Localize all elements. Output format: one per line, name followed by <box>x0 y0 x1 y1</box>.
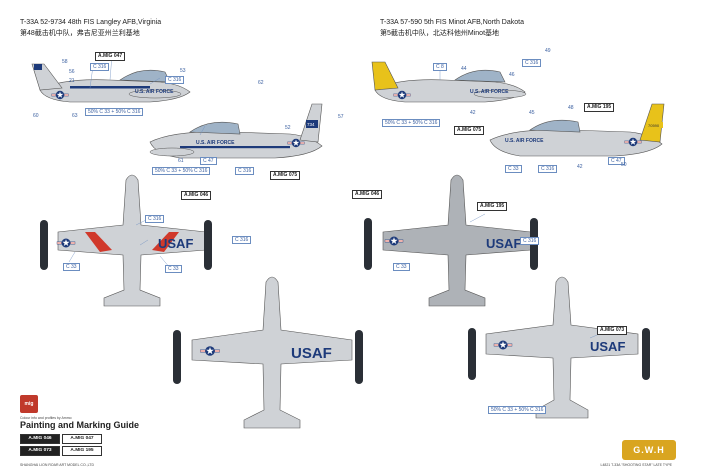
paint-chip-195: A.MIG 195 <box>62 446 102 456</box>
left-side2-usaf: U.S. AIR FORCE <box>196 140 235 146</box>
part-number: 46 <box>509 72 515 78</box>
part-number: 58 <box>62 59 68 65</box>
left-top-view: USAF <box>40 174 212 307</box>
callout-c316-c: C 316 <box>235 167 255 175</box>
paint-chip-047: A.MIG 047 <box>62 434 102 444</box>
callout-c316-g: C 316 <box>538 165 558 173</box>
right-bottom-view: USAF <box>468 276 650 419</box>
footer-kit: L4821 T-33A "SHOOTING STAR" LATE TYPE <box>600 463 672 467</box>
mig-logo: mig <box>20 395 38 413</box>
left-bottom-view: USAF <box>173 276 363 429</box>
brand-logo: G.W.H <box>622 440 676 460</box>
guide-title: Painting and Marking Guide <box>20 420 140 430</box>
callout-c33-b: C 33 <box>165 265 182 273</box>
scheme-right-title: T-33A 57-590 5th FIS Minot AFB,North Dak… <box>380 19 524 26</box>
paint-chip-073: A.MIG 073 <box>20 446 60 456</box>
part-number: 61 <box>178 158 184 164</box>
part-number: 53 <box>180 68 186 74</box>
scheme-left-title: T-33A 52-9734 48th FIS Langley AFB,Virgi… <box>20 19 162 26</box>
callout-c33-a: C 33 <box>63 263 80 271</box>
part-number: 62 <box>258 80 264 86</box>
part-number: 56 <box>69 69 75 75</box>
callout-c316-e: C 316 <box>232 236 252 244</box>
callout-c47-b: C 47 <box>608 157 625 165</box>
right-side2-usaf: U.S. AIR FORCE <box>505 138 544 144</box>
right-side-profile-2: 70590 U.S. AIR FORCE <box>489 103 665 157</box>
part-number: 48 <box>568 105 574 111</box>
right-top-usaf: USAF <box>486 236 521 251</box>
callout-c316-d: C 316 <box>145 215 165 223</box>
part-number: 60 <box>33 113 39 119</box>
callout-c316-f: C 316 <box>522 59 542 67</box>
part-number: 45 <box>529 110 535 116</box>
right-bottom-usaf: USAF <box>590 339 625 354</box>
part-number: 42 <box>470 110 476 116</box>
callout-c33-c: C 33 <box>505 165 522 173</box>
scheme-right-subtitle: 第5截击机中队，北达科他州Minot基地 <box>380 30 500 37</box>
guide-subtitle: Colour info and profiles by Ammo <box>20 416 72 420</box>
callout-mig-075-right: A.MIG 075 <box>454 126 485 135</box>
callout-mig-046-left: A.MIG 046 <box>181 191 212 200</box>
callout-mig-046-right: A.MIG 046 <box>352 190 383 199</box>
callout-mig-195: A.MIG 195 <box>584 103 615 112</box>
callout-mig-047: A.MIG 047 <box>95 52 126 61</box>
left-top-usaf: USAF <box>158 236 193 251</box>
left-serial: 734 <box>307 122 315 127</box>
left-side1-usaf: U.S. AIR FORCE <box>135 89 174 95</box>
callout-c316-a: C 316 <box>90 63 110 71</box>
left-side-profile-1: U.S. AIR FORCE <box>31 63 191 103</box>
footer-company: SHANGHAI LION ROAR ART MODEL CO.,LTD <box>20 463 94 467</box>
part-number: 42 <box>577 164 583 170</box>
callout-mix-c: 50% C 33 + 50% C 316 <box>382 119 441 127</box>
right-top-view: USAF <box>364 174 538 307</box>
callout-mig-073: A.MIG 073 <box>597 326 628 335</box>
callout-mix-a: 50% C 33 + 50% C 316 <box>85 108 144 116</box>
callout-mix-b: 50% C 33 + 50% C 316 <box>152 167 211 175</box>
paint-chip-046: A.MIG 046 <box>20 434 60 444</box>
part-number: 52 <box>285 125 291 131</box>
part-number: 50 <box>621 162 627 168</box>
right-serial: 70590 <box>648 123 660 128</box>
part-number: 57 <box>338 114 344 120</box>
part-number: 63 <box>72 113 78 119</box>
part-number: 44 <box>461 66 467 72</box>
part-number: 49 <box>545 48 551 54</box>
callout-mix-d: 50% C 33 + 50% C 316 <box>488 406 547 414</box>
callout-c33-d: C 33 <box>393 263 410 271</box>
callout-c47-a: C 47 <box>200 157 217 165</box>
right-side-profile-1: U.S. AIR FORCE <box>371 61 527 103</box>
callout-c316-b: C 316 <box>165 76 185 84</box>
callout-mig-075: A.MIG 075 <box>270 171 301 180</box>
scheme-left-subtitle: 第48截击机中队，弗吉尼亚州兰利基地 <box>20 30 140 37</box>
part-number: 21 <box>69 78 75 84</box>
right-side1-usaf: U.S. AIR FORCE <box>470 89 509 95</box>
callout-c8: C 8 <box>433 63 447 71</box>
left-side-profile-2: 734 U.S. AIR FORCE <box>149 103 323 159</box>
left-bottom-usaf: USAF <box>291 345 332 362</box>
callout-c316-h: C 316 <box>520 237 540 245</box>
callout-mig-195-top: A.MIG 195 <box>477 202 508 211</box>
